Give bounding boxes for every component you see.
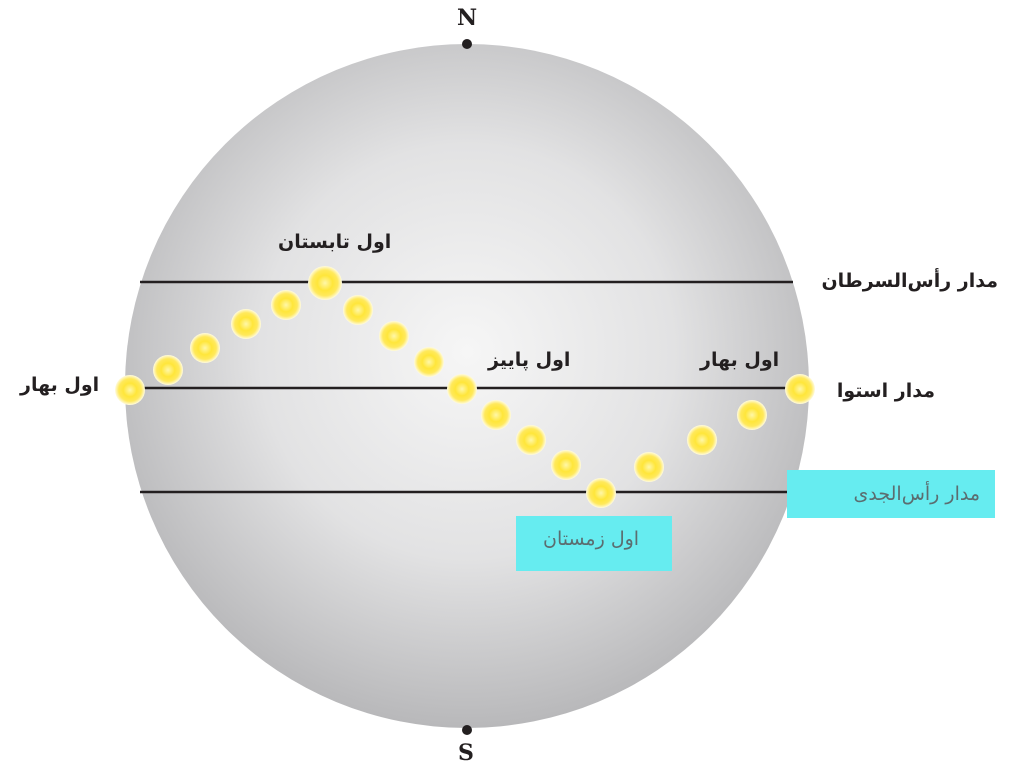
capricorn-label-highlight <box>787 470 995 518</box>
equator-label: مدار استوا <box>836 380 935 402</box>
tropic-of-cancer-label: مدار رأس‌السرطان <box>821 270 998 292</box>
winter-label-highlight <box>516 516 672 571</box>
sun-icon <box>414 347 444 377</box>
sun-icon <box>231 309 261 339</box>
sun-icon <box>516 425 546 455</box>
sun-icon <box>785 374 815 404</box>
north-pole-label: N <box>457 5 478 31</box>
sun-icon <box>687 425 717 455</box>
spring-right-label: اول بهار <box>700 349 780 371</box>
tropic-of-capricorn-label: مدار رأس‌الجدی <box>853 483 980 505</box>
sun-icon <box>271 290 301 320</box>
sun-icon <box>115 375 145 405</box>
sun-icon <box>343 295 373 325</box>
sun-icon <box>379 321 409 351</box>
sun-icon <box>737 400 767 430</box>
north-pole-dot <box>462 39 472 49</box>
spring-left-label: اول بهار <box>20 374 100 396</box>
south-pole-dot <box>462 725 472 735</box>
summer-solstice-label: اول تابستان <box>278 231 392 253</box>
sun-icon <box>634 452 664 482</box>
autumn-equinox-label: اول پاییز <box>488 349 571 371</box>
sun-icon <box>481 400 511 430</box>
sun-icon <box>586 478 616 508</box>
sun-icon <box>190 333 220 363</box>
sun-icon <box>153 355 183 385</box>
sun-icon <box>551 450 581 480</box>
sun-path <box>115 266 815 508</box>
south-pole-label: S <box>458 740 474 766</box>
winter-solstice-label: اول زمستان <box>543 528 640 550</box>
sun-icon <box>308 266 342 300</box>
sun-icon <box>447 374 477 404</box>
